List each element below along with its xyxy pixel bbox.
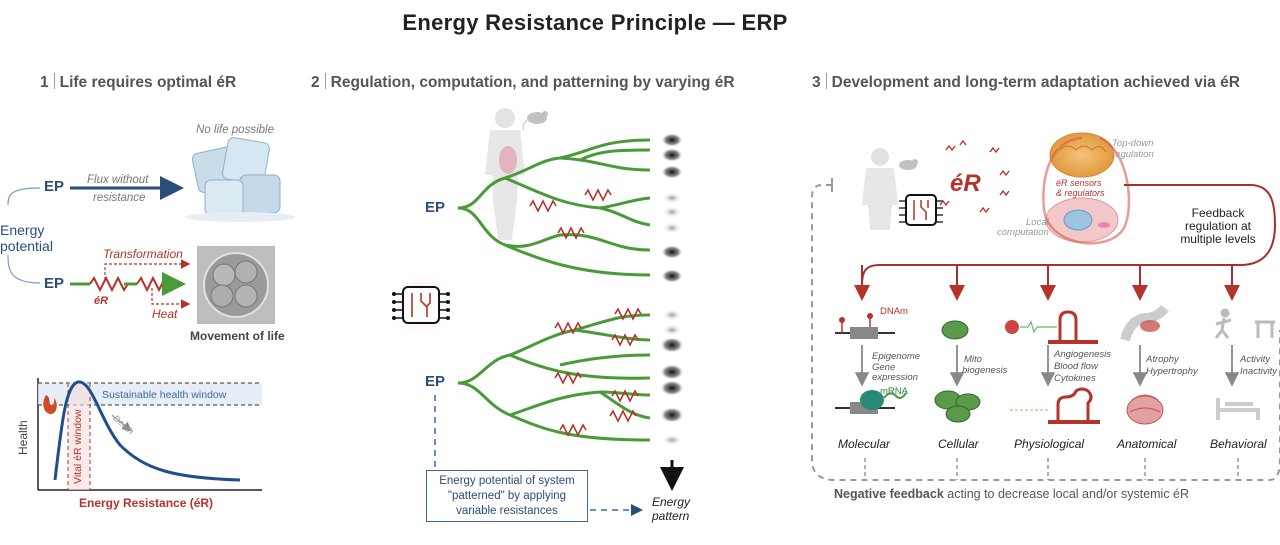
y-axis-label: Health [16,420,30,455]
negative-feedback-loop [811,184,1280,481]
ep-label-top: EP [44,178,65,195]
feedback-line-1: Feedback [1191,206,1245,220]
level-molecular: Molecular [838,437,891,451]
resistor-group-bottom [554,307,642,437]
section-number: 1 [40,74,49,91]
level-anatomical: Anatomical [1117,437,1177,451]
mouse-icon-2 [899,159,918,170]
inactivity-label: Inactivity [1240,366,1277,377]
level-behavioral: Behavioral [1210,437,1267,451]
vessel-icon [1005,310,1100,424]
resistor-icon [136,275,176,293]
sensors-label-1: éR sensors [1056,178,1102,188]
er-resistor-label: éR [94,295,109,307]
mrna-label: mRNA [880,386,908,397]
circuit-tree-top [457,138,651,277]
activity-icon [1214,308,1275,339]
energy-potential-label-1: Energy [0,222,45,238]
health-curve-chart [37,378,262,491]
ep-label-p2-top: EP [425,199,446,216]
energy-squiggles [939,139,1010,214]
chip-icon [387,271,455,339]
ep-label-bottom: EP [44,275,65,292]
negative-feedback-bold: Negative feedback [834,487,944,501]
ice-cubes-image [185,137,295,222]
resistor-group-top [529,188,612,240]
negative-feedback-caption: Negative feedback acting to decrease loc… [834,487,1189,501]
energy-pattern-label-1: Energy [652,495,691,509]
feedback-line-3: multiple levels [1180,232,1256,246]
feedback-line-2: regulation at [1184,219,1252,233]
gene-label: Gene [872,362,896,373]
mito-label: Mito [964,354,982,365]
level-physiological: Physiological [1014,437,1085,451]
inactivity-icon [1216,398,1260,420]
cell-image [1045,197,1119,243]
level-cellular: Cellular [938,437,979,451]
energy-potential-label-2: potential [0,238,53,254]
page-title: Energy Resistance Principle — ERP [402,10,788,35]
section-title: Development and long-term adaptation ach… [831,74,1240,91]
embryo-image [197,246,275,324]
x-axis-label: Energy Resistance (éR) [79,496,214,510]
er-big-label: éR [950,170,981,197]
ep-label-p2-bottom: EP [425,373,446,390]
box-line-1: Energy potential of system [439,475,575,487]
negative-feedback-rest: acting to decrease local and/or systemic… [943,487,1190,501]
flux-label: Flux without [87,174,149,186]
local-computation-label-1: Local [1026,217,1049,228]
hypertrophy-label: Hypertrophy [1146,366,1198,377]
energy-pattern-blobs [660,133,684,446]
energy-potential-box: Energy potential of system "patterned" b… [426,470,588,522]
box-line-3: variable resistances [456,505,558,517]
resistance-label: resistance [93,192,146,204]
dnam-label: DNAm [880,306,908,317]
sustainable-window-label: Sustainable health window [102,389,227,401]
epigenome-label: Epigenome [872,351,921,362]
section-3-heading: 3 Development and long-term adaptation ac… [812,73,1240,92]
no-life-label: No life possible [196,124,274,136]
biogenesis-label: biogenesis [962,365,1008,376]
section-title: Life requires optimal éR [59,74,237,91]
muscle-icon [1120,304,1169,425]
section-number: 3 [812,74,821,91]
top-down-label-2: regulation [1112,149,1154,160]
sensors-label-2: & regulators [1056,188,1105,198]
angiogenesis-label: Angiogenesis [1054,349,1112,360]
vital-window-label: Vital éR window [72,409,84,484]
section-title: Regulation, computation, and patterning … [330,74,735,91]
mouse-icon [522,111,548,131]
health-curve-line [53,380,241,482]
circuit-tree-bottom [457,313,651,442]
chip-icon-2 [899,194,943,226]
box-line-2: "patterned" by applying [447,490,567,502]
potential-bracket [7,187,41,284]
cytokines-label: Cytokines [1054,373,1096,384]
activity-label: Activity [1240,354,1271,365]
local-computation-label-2: computation [997,227,1049,238]
mrna-icon [835,390,907,414]
level-arrows [854,345,1240,387]
dna-icon [835,313,895,339]
human-silhouette-image-2 [862,148,898,230]
section-2-heading: 2 Regulation, computation, and patterning… [311,73,735,92]
expression-label: expression [872,372,918,383]
transformation-label: Transformation [103,247,183,261]
atrophy-label: Atrophy [1146,354,1179,365]
movement-label: Movement of life [190,329,285,343]
energy-pattern-label-2: pattern [652,509,690,523]
section-number: 2 [311,74,320,91]
top-down-label-1: Top-down [1112,138,1154,149]
feedback-regulation-label: Feedback regulation at multiple levels [1168,207,1268,246]
heat-label: Heat [152,307,178,321]
resistor-icon [89,275,129,293]
feedback-arrows [854,184,1277,301]
section-1-heading: 1 Life requires optimal éR [40,73,236,92]
flame-icon [43,395,57,415]
human-silhouette-image [485,108,525,240]
blood-flow-label: Blood flow [1054,361,1098,372]
mitochondria-icon [934,320,981,423]
